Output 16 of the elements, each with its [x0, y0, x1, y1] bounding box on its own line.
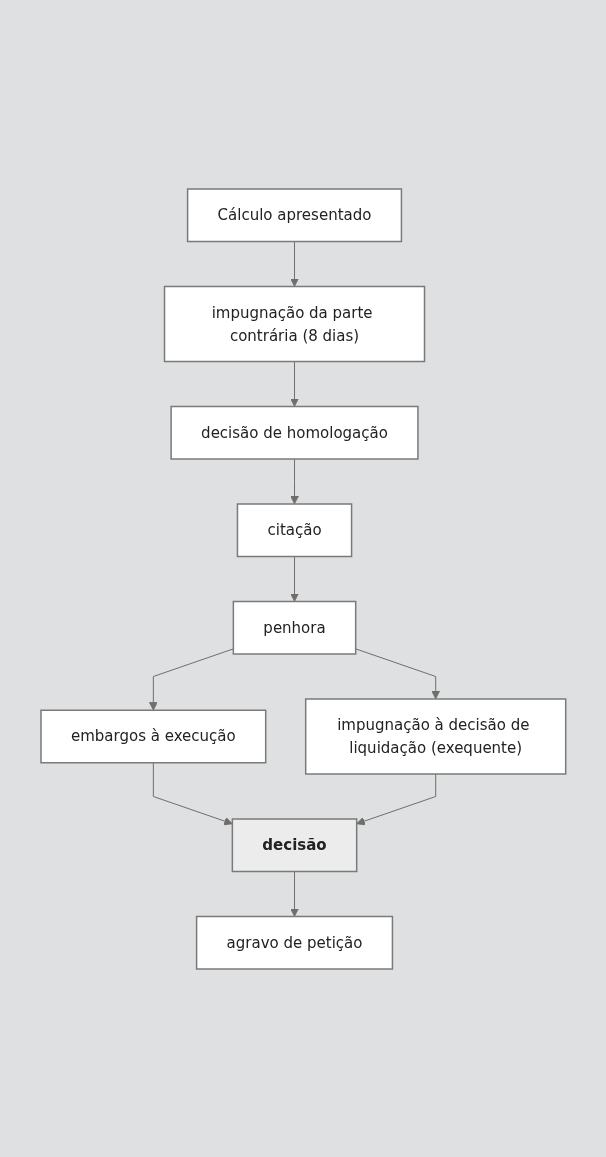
node-box: penhora: [232, 600, 357, 655]
node-box: impugnação à decisão de liquidação (exequente): [304, 697, 567, 775]
arrow: [289, 870, 299, 917]
node-box: embargos à execução: [39, 709, 267, 763]
arrow: [289, 458, 299, 504]
arrow: [148, 647, 234, 711]
node-box: decisão de homologação: [170, 405, 419, 460]
arrow: [289, 555, 299, 602]
arrow: [289, 360, 299, 407]
node-box: impugnação da parte contrária (8 dias): [163, 285, 425, 362]
node-box: Cálculo apresentado: [186, 187, 402, 242]
arrow: [152, 761, 233, 825]
node-box: agravo de petição: [195, 915, 393, 970]
node-box: citação: [236, 502, 352, 557]
arrow: [289, 240, 299, 287]
node-box: decisão: [231, 817, 358, 872]
